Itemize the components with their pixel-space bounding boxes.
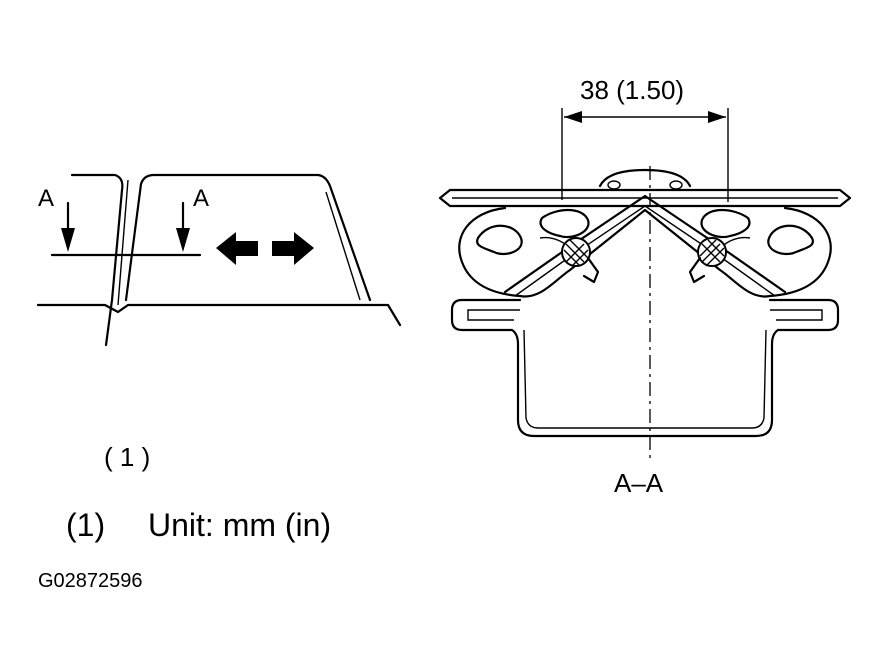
clip-right <box>688 237 727 284</box>
outline-view: A A ( 1 ) <box>36 173 402 472</box>
clip-left <box>561 237 600 284</box>
arrow-right-icon <box>272 232 314 265</box>
arrow-left-icon <box>216 232 258 265</box>
dimension-label: 38 (1.50) <box>580 75 684 105</box>
section-arrowhead-right <box>176 228 190 252</box>
note-number: (1) <box>66 507 105 543</box>
section-arrowhead-left <box>61 228 75 252</box>
note-text: Unit: mm (in) <box>148 507 331 543</box>
callout-label: ( 1 ) <box>104 442 150 472</box>
flange-left <box>450 298 522 332</box>
seal-lobe <box>539 208 590 239</box>
glass-panel <box>438 188 852 208</box>
seal-lobe <box>700 208 751 239</box>
cap-hole <box>607 180 621 190</box>
seal-top-cap <box>598 168 692 188</box>
base-line <box>36 303 402 327</box>
cap-hole <box>669 180 683 190</box>
left-panel-edge <box>70 173 124 347</box>
section-name-label: A–A <box>614 468 664 498</box>
seal-lobe <box>476 224 523 256</box>
section-label-left: A <box>38 185 54 212</box>
flange-right <box>768 298 840 332</box>
seal-lobe <box>767 224 814 256</box>
panel-channel <box>510 328 780 438</box>
seal-body <box>458 206 832 298</box>
figure-code: G02872596 <box>38 570 143 592</box>
section-label-right: A <box>193 185 209 212</box>
section-view: 38 (1.50) <box>438 75 852 498</box>
seal-channel <box>503 194 787 294</box>
trapezoid-panel <box>124 173 372 302</box>
